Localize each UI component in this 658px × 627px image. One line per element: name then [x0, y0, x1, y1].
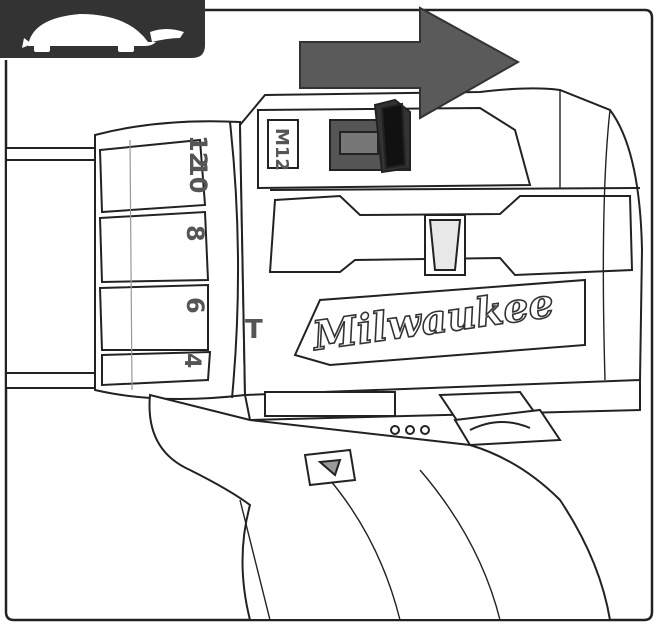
lower-housing: [243, 378, 641, 447]
arrow-right-icon: [299, 6, 521, 120]
model-label: M12: [271, 128, 292, 171]
clutch-label-6: 6: [181, 297, 209, 314]
clutch-label-12: 12: [184, 135, 212, 168]
turtle-icon: [22, 14, 184, 52]
drill-handle: [148, 393, 612, 621]
brand-logo: Milwaukee: [293, 279, 586, 367]
clutch-collar: [94, 120, 247, 400]
clutch-labels: 12 10 8 6 4: [179, 135, 212, 368]
drill-mode-label: T: [245, 315, 263, 345]
frame-border: [4, 8, 654, 622]
low-speed-badge: [0, 0, 205, 58]
clutch-label-10: 10: [184, 160, 212, 193]
speed-selector-switch: [329, 98, 411, 174]
clutch-label-4: 4: [179, 353, 204, 368]
model-badge: M12: [267, 119, 299, 171]
drill-chuck: [5, 147, 102, 389]
clutch-label-8: 8: [181, 225, 209, 242]
